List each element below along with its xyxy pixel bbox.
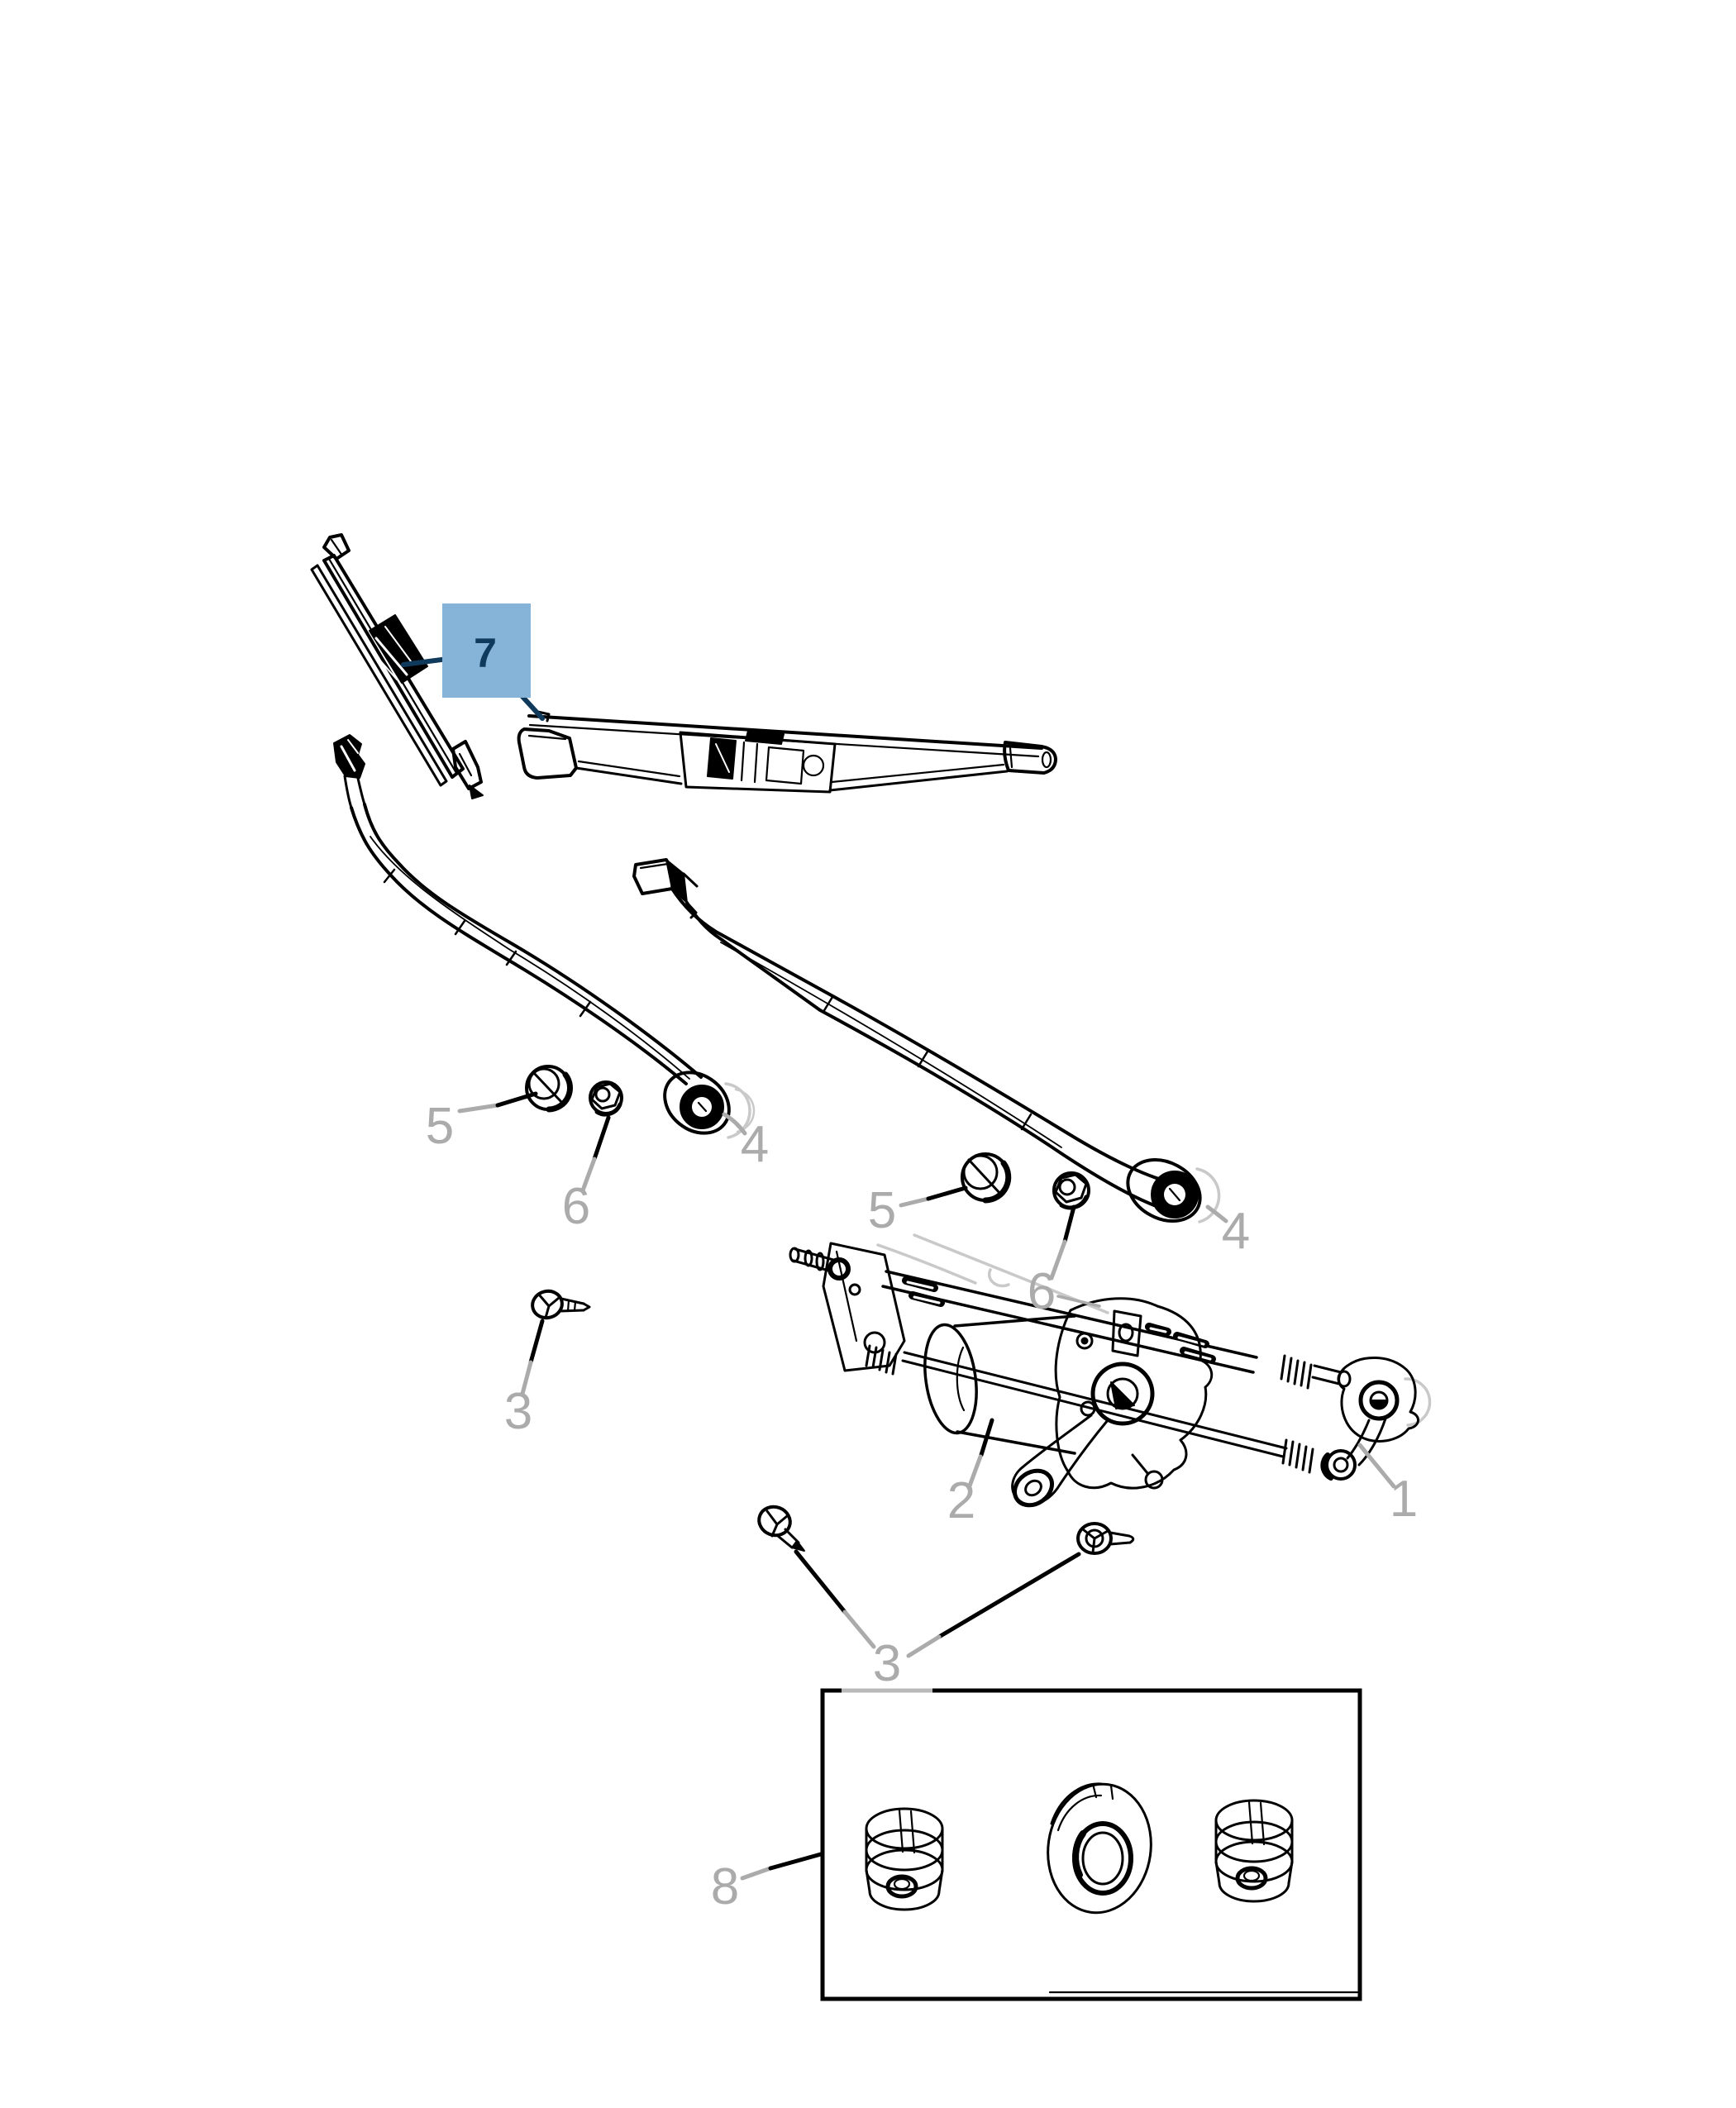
wiper-arm-left xyxy=(333,734,756,1139)
callout-4-left[interactable]: 4 xyxy=(741,1116,769,1173)
callout-5-left[interactable]: 5 xyxy=(426,1098,454,1155)
leader-lines xyxy=(401,655,1396,1881)
callout-7[interactable]: 7 xyxy=(474,630,497,676)
callout-3-lower[interactable]: 3 xyxy=(873,1635,901,1692)
callout-2[interactable]: 2 xyxy=(947,1472,975,1529)
highlight-box-7[interactable] xyxy=(442,603,531,698)
callout-6-right[interactable]: 6 xyxy=(1028,1263,1056,1320)
grommet-kit-box xyxy=(820,1688,1362,2001)
flange-nut-right xyxy=(1052,1171,1090,1210)
pivot-cap-right xyxy=(961,1152,1012,1204)
mount-bolt-lower-left xyxy=(757,1505,805,1552)
pivot-cap-left xyxy=(525,1065,573,1113)
callout-3-upper[interactable]: 3 xyxy=(504,1383,532,1440)
wiper-arm-right xyxy=(632,858,1221,1223)
callout-8[interactable]: 8 xyxy=(711,1858,739,1915)
wiper-blade-right xyxy=(517,709,1057,794)
mount-bolt-lower-right xyxy=(1076,1522,1135,1555)
callout-6-left[interactable]: 6 xyxy=(562,1178,590,1235)
wiper-motor-linkage-assembly xyxy=(789,1233,1432,1508)
callout-1[interactable]: 1 xyxy=(1390,1471,1418,1528)
callout-5-right[interactable]: 5 xyxy=(868,1182,896,1239)
grommet-large-middle xyxy=(1047,1782,1152,1915)
mount-bolt-upper xyxy=(531,1289,591,1320)
flange-nut-left xyxy=(589,1080,623,1117)
callout-4-right[interactable]: 4 xyxy=(1222,1203,1250,1260)
